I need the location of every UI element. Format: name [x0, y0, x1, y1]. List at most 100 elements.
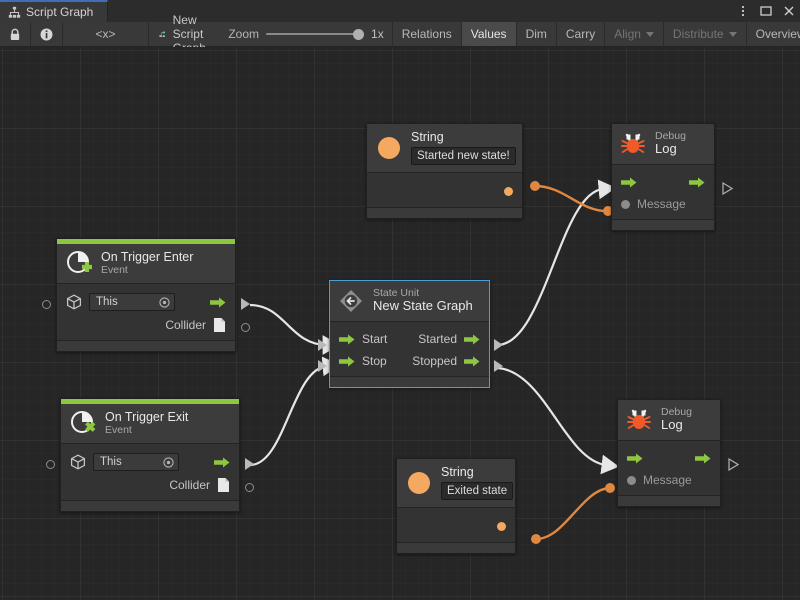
flow-output-arrow-icon[interactable]: [214, 457, 230, 468]
message-input-port[interactable]: [627, 475, 636, 485]
target-object-field[interactable]: This: [89, 293, 175, 312]
flow-output-external-port[interactable]: [728, 458, 739, 471]
string-output-port[interactable]: [504, 186, 513, 196]
lock-icon: [10, 28, 20, 40]
node-string-bottom[interactable]: String Exited state: [396, 458, 516, 555]
bug-icon: [626, 407, 652, 433]
node-title: New State Graph: [373, 298, 473, 314]
node-body: [397, 508, 515, 543]
values-button[interactable]: Values: [461, 22, 517, 46]
tab-label: Script Graph: [26, 5, 94, 19]
align-button[interactable]: Align: [605, 22, 664, 46]
node-debug-log-bottom[interactable]: Debug Log Message: [617, 399, 721, 507]
node-accent-bar: [61, 399, 239, 404]
target-input-external-port[interactable]: [42, 300, 51, 309]
started-output-arrow-icon[interactable]: [464, 334, 480, 345]
start-input-arrow-icon[interactable]: [339, 334, 355, 345]
node-footer: [57, 340, 235, 352]
flow-output-external-port[interactable]: [722, 182, 733, 195]
node-header: State Unit New State Graph: [330, 281, 489, 322]
object-picker-icon[interactable]: [159, 297, 170, 308]
close-icon[interactable]: [782, 4, 796, 18]
node-title: On Trigger Exit: [105, 410, 189, 424]
node-debug-log-top[interactable]: Debug Log Message: [611, 123, 715, 231]
align-label: Align: [614, 27, 641, 41]
stop-label: Stop: [362, 354, 387, 368]
flow-output-arrow-icon[interactable]: [210, 297, 226, 308]
node-subtitle: Debug: [661, 406, 692, 418]
node-subtitle: Event: [105, 424, 132, 437]
wire-endpoint-dot: [530, 181, 540, 191]
collider-label: Collider: [169, 478, 210, 493]
zoom-value: 1x: [371, 27, 384, 41]
node-footer: [367, 207, 522, 219]
node-header: On Trigger Enter Event: [57, 244, 235, 285]
collider-output-external-port[interactable]: [241, 323, 250, 332]
stopped-output-external-arrow[interactable]: [494, 360, 503, 372]
node-subtitle: Debug: [655, 130, 686, 142]
node-state-unit[interactable]: State Unit New State Graph Start Started: [329, 280, 490, 388]
collider-output-port[interactable]: [213, 317, 226, 333]
distribute-label: Distribute: [672, 27, 724, 41]
dim-button[interactable]: Dim: [517, 22, 557, 46]
node-body: Message: [618, 441, 720, 495]
node-header: Debug Log: [618, 400, 720, 441]
zoom-slider[interactable]: [266, 27, 365, 41]
message-label: Message: [643, 473, 692, 487]
node-body: Start Started Stop: [330, 322, 489, 376]
stop-input-external-arrow[interactable]: [318, 360, 327, 372]
carry-button[interactable]: Carry: [557, 22, 606, 46]
string-output-port[interactable]: [497, 521, 506, 531]
stopped-output-arrow-icon[interactable]: [464, 356, 480, 367]
flow-input-arrow-icon[interactable]: [627, 453, 643, 464]
object-picker-icon[interactable]: [163, 457, 174, 468]
zoom-slider-knob[interactable]: [353, 28, 365, 40]
node-string-top[interactable]: String Started new state!: [366, 123, 523, 220]
wire-endpoint-dot: [531, 534, 541, 544]
node-on-trigger-exit[interactable]: On Trigger Exit Event This: [60, 398, 240, 513]
distribute-button[interactable]: Distribute: [664, 22, 747, 46]
start-input-external-arrow[interactable]: [318, 339, 327, 351]
target-object-value: This: [96, 296, 118, 309]
node-footer: [397, 542, 515, 554]
graph-name-field[interactable]: New Script Graph: [149, 13, 224, 55]
more-options-icon[interactable]: [736, 4, 750, 18]
node-accent-bar: [57, 239, 235, 244]
node-on-trigger-enter[interactable]: On Trigger Enter Event This: [56, 238, 236, 353]
code-view-button[interactable]: <x>: [63, 22, 149, 46]
node-header: Debug Log: [612, 124, 714, 165]
stop-input-arrow-icon[interactable]: [339, 356, 355, 367]
target-input-external-port[interactable]: [46, 460, 55, 469]
collider-output-external-port[interactable]: [245, 483, 254, 492]
collider-output-port[interactable]: [217, 477, 230, 493]
overview-button[interactable]: Overview: [747, 22, 800, 46]
zoom-control[interactable]: Zoom 1x: [224, 22, 393, 46]
collider-label: Collider: [165, 318, 206, 333]
node-body: Message: [612, 165, 714, 219]
graph-canvas[interactable]: String Started new state!: [0, 47, 800, 600]
string-value-field[interactable]: Exited state: [441, 482, 514, 501]
maximize-icon[interactable]: [759, 4, 773, 18]
string-value-field[interactable]: Started new state!: [411, 147, 516, 166]
flow-output-arrow-icon[interactable]: [695, 453, 711, 464]
flow-input-arrow-icon[interactable]: [621, 177, 637, 188]
code-label: <x>: [95, 27, 116, 41]
bug-icon: [620, 131, 646, 157]
relations-button[interactable]: Relations: [393, 22, 462, 46]
message-input-port[interactable]: [621, 199, 630, 209]
started-output-external-arrow[interactable]: [494, 339, 503, 351]
tab-script-graph[interactable]: Script Graph: [0, 0, 109, 22]
flow-output-external-arrow[interactable]: [245, 458, 254, 470]
node-title: On Trigger Enter: [101, 250, 194, 264]
flow-output-external-arrow[interactable]: [241, 298, 250, 310]
flow-output-arrow-icon[interactable]: [689, 177, 705, 188]
lock-button[interactable]: [0, 22, 31, 46]
gameobject-cube-icon: [66, 294, 82, 310]
node-title: String: [441, 465, 474, 479]
node-body: This Collider: [57, 284, 235, 341]
info-button[interactable]: [31, 22, 63, 46]
node-title: String: [411, 130, 444, 144]
start-label: Start: [362, 332, 388, 346]
target-object-field[interactable]: This: [93, 453, 179, 472]
